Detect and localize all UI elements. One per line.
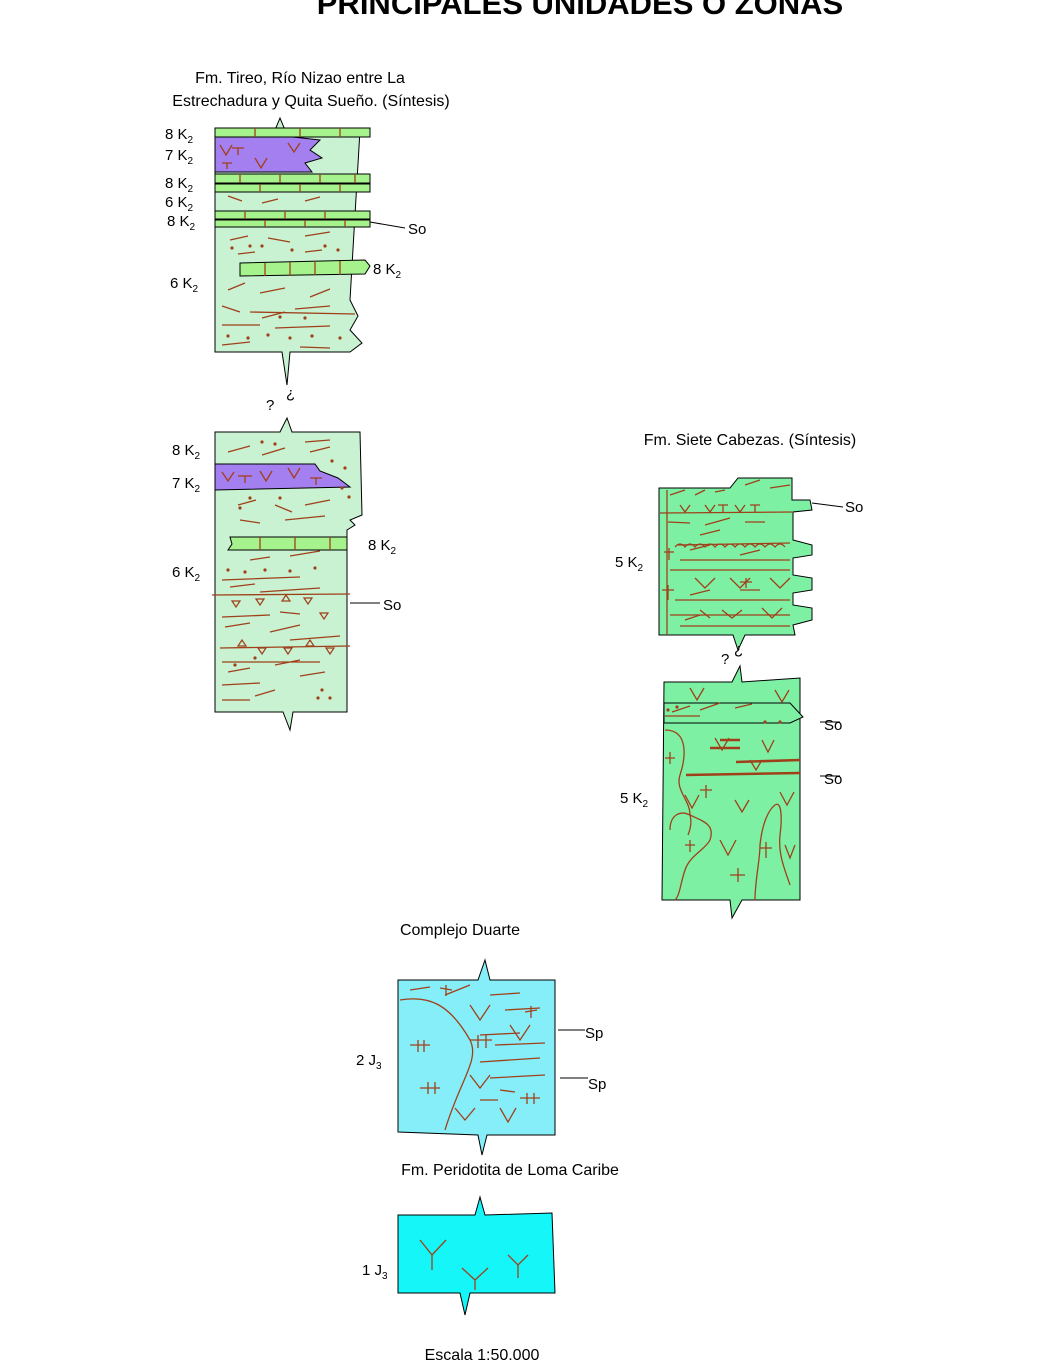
- duarte-body: [397, 958, 556, 1156]
- siete-upper-body: [658, 477, 813, 652]
- svg-text:8 K2: 8 K2: [165, 126, 194, 146]
- unit-label: 2 J: [356, 1052, 376, 1069]
- unit-label: 1 J: [362, 1262, 382, 1279]
- tireo-lower-labels: 8 K2 7 K2 6 K2 8 K2 So: [172, 442, 401, 614]
- triangle-pattern: [230, 593, 336, 656]
- svg-text:8 K2: 8 K2: [167, 213, 196, 233]
- tireo-upper-column: [214, 116, 406, 386]
- limestone-band-1: [214, 173, 371, 184]
- tireo-caption-2: Estrechadura y Quita Sueño. (Síntesis): [172, 93, 449, 110]
- so-label: So: [383, 597, 401, 614]
- tireo-lower-body: [214, 416, 363, 732]
- unit-label: 6 K: [165, 194, 188, 211]
- unit-label: 5 K: [615, 554, 638, 571]
- tireo-caption-1: Fm. Tireo, Río Nizao entre La: [195, 70, 405, 87]
- loma-column: [397, 1195, 556, 1316]
- tireo-lower-limestone: [227, 536, 348, 551]
- page-title: PRINCIPALES UNIDADES O ZONAS: [317, 0, 843, 21]
- tireo-purple-layer: [214, 136, 324, 173]
- limestone-band-2: [214, 183, 371, 193]
- svg-text:7 K2: 7 K2: [165, 147, 194, 167]
- svg-text:7 K2: 7 K2: [172, 475, 201, 495]
- unit-label: 8 K: [165, 126, 188, 143]
- brick-pattern: [239, 128, 356, 276]
- sp-label: Sp: [585, 1025, 603, 1042]
- siete-caption: Fm. Siete Cabezas. (Síntesis): [644, 432, 857, 449]
- scale-label: Escala 1:50.000: [425, 1347, 540, 1361]
- svg-text:5 K2: 5 K2: [620, 790, 649, 810]
- svg-text:8 K2: 8 K2: [165, 175, 194, 195]
- svg-text:8 K2: 8 K2: [368, 537, 397, 557]
- duarte-caption: Complejo Duarte: [400, 922, 520, 939]
- so-label: So: [845, 499, 863, 516]
- svg-text:6 K2: 6 K2: [172, 564, 201, 584]
- siete-lower-column: [661, 664, 840, 920]
- unit-label: 8 K: [165, 175, 188, 192]
- so-label: So: [824, 717, 842, 734]
- unit-label: 6 K: [170, 275, 193, 292]
- siete-lower-band: [663, 702, 804, 724]
- svg-text:6 K2: 6 K2: [165, 194, 194, 214]
- so-label: So: [824, 771, 842, 788]
- limestone-band-3: [214, 210, 371, 220]
- so-leader-line: [369, 221, 406, 229]
- unit-label: 8 K: [167, 213, 190, 230]
- duarte-column: [397, 958, 588, 1156]
- limestone-band-4: [214, 219, 371, 228]
- unit-label: 8 K: [373, 261, 396, 278]
- siete-upper-column: [658, 477, 844, 652]
- volcanic-v-pattern: [219, 142, 301, 170]
- unit-label: 5 K: [620, 790, 643, 807]
- so-leader-line: [811, 502, 844, 508]
- svg-text:2 J3: 2 J3: [356, 1052, 382, 1072]
- svg-text:6 K2: 6 K2: [170, 275, 199, 295]
- gap-question-inverted: ¿: [734, 641, 743, 658]
- svg-text:1 J3: 1 J3: [362, 1262, 388, 1282]
- svg-text:5 K2: 5 K2: [615, 554, 644, 574]
- gap-question: ?: [721, 651, 729, 668]
- svg-text:8 K2: 8 K2: [373, 261, 402, 281]
- svg-text:8 K2: 8 K2: [172, 442, 201, 462]
- gap-question-inverted: ¿: [286, 385, 295, 402]
- tireo-lower-column: [211, 416, 380, 732]
- limestone-band-top: [214, 127, 371, 138]
- tuff-pattern: [221, 195, 356, 349]
- gap-question: ?: [266, 397, 274, 414]
- unit-label: 7 K: [165, 147, 188, 164]
- dot-pattern: [226, 244, 342, 340]
- loma-caption: Fm. Peridotita de Loma Caribe: [401, 1162, 619, 1179]
- loma-body: [397, 1195, 556, 1316]
- so-label: So: [408, 221, 426, 238]
- sp-label: Sp: [588, 1076, 606, 1093]
- limestone-lens: [239, 259, 371, 277]
- ripple-pattern: [674, 543, 786, 549]
- tireo-upper-labels: 8 K2 7 K2 8 K2 6 K2 8 K2 6 K2 8 K2 So: [165, 126, 426, 295]
